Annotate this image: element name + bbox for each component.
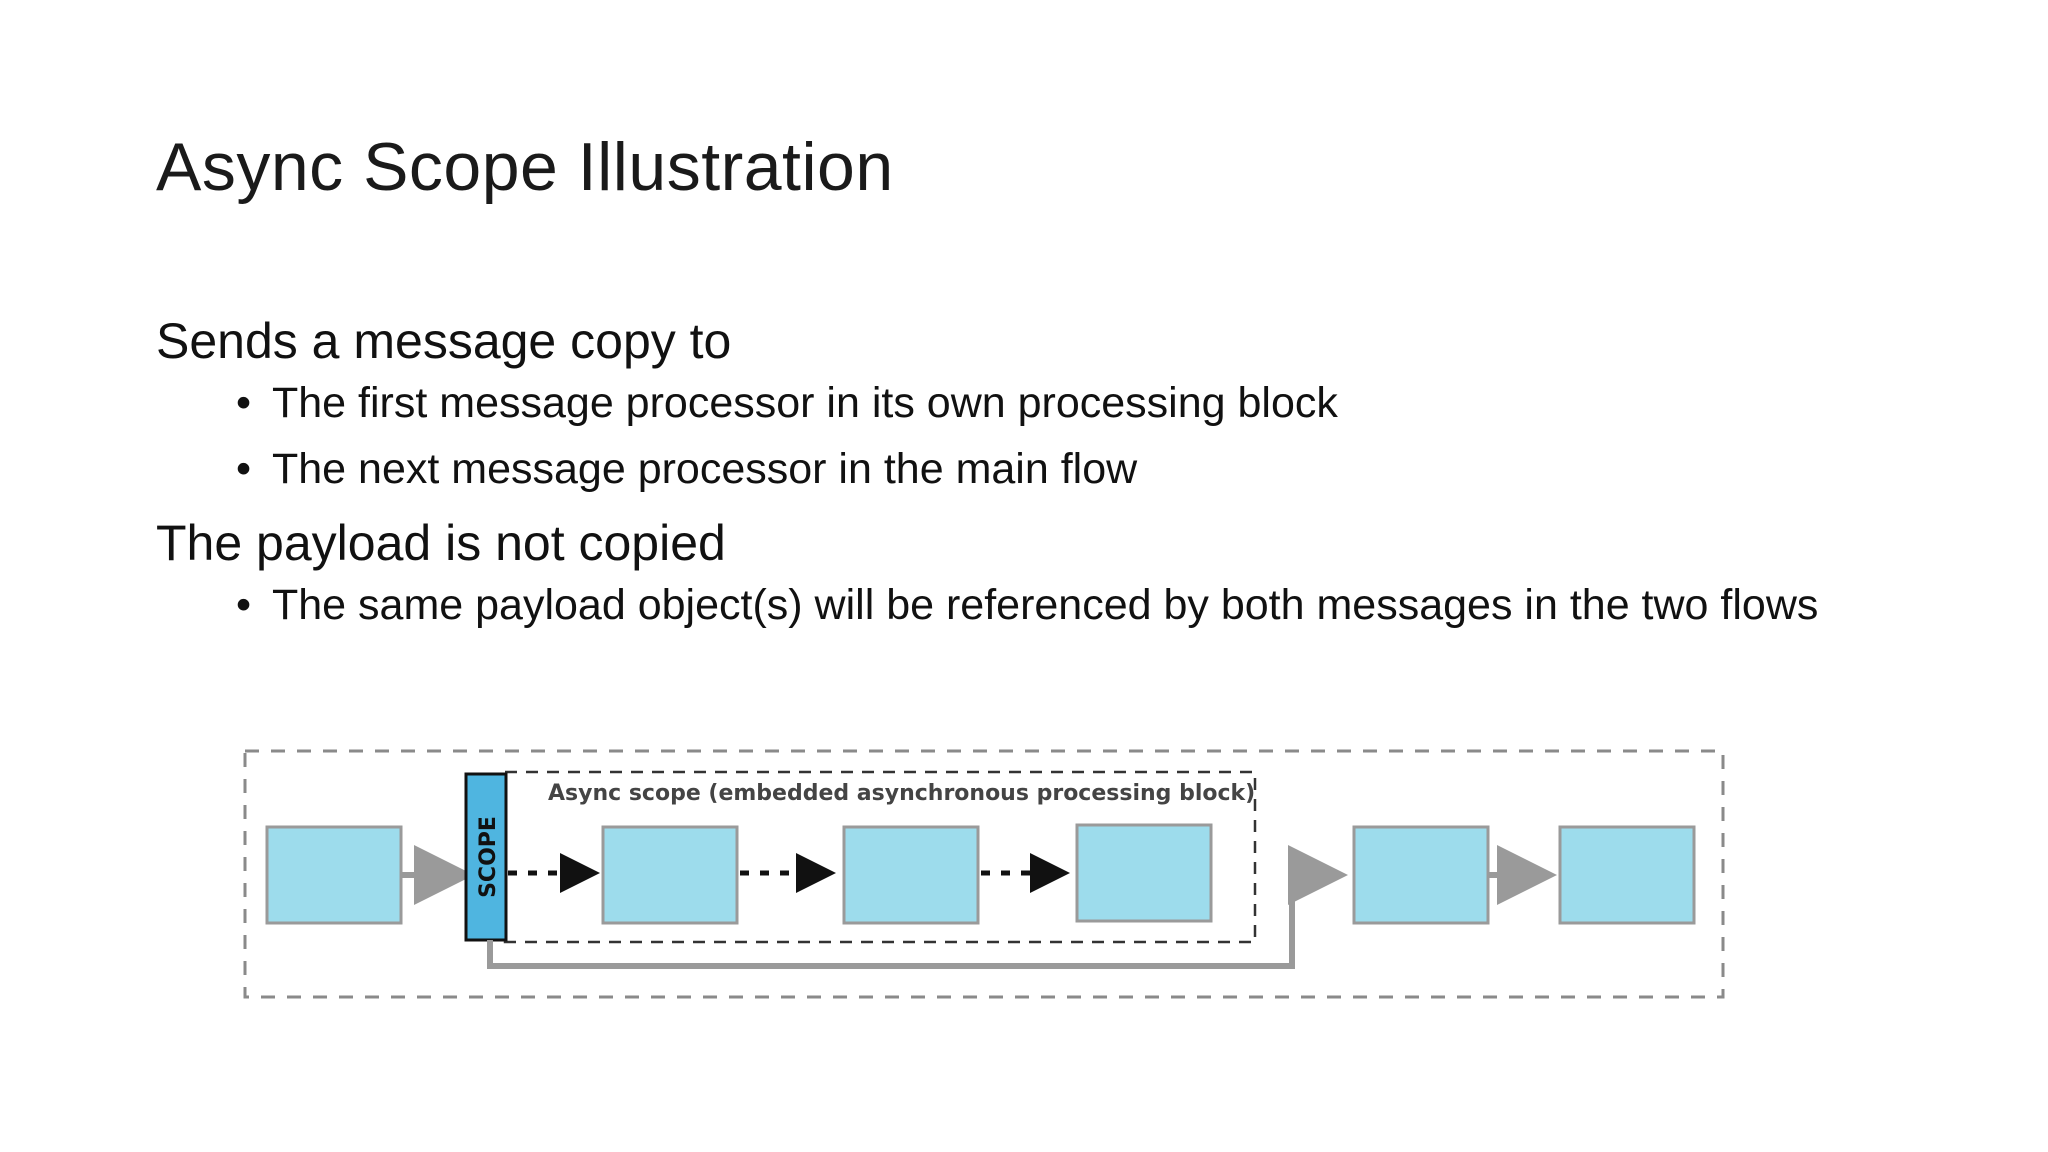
message-processor-box [1558, 825, 1696, 925]
main-flow-connector [487, 845, 1348, 969]
slide-body: Sends a message copy to • The first mess… [156, 310, 1916, 644]
bullet-text: The same payload object(s) will be refer… [272, 581, 1819, 629]
message-processor-box [1352, 825, 1490, 925]
bullet-item: • The next message processor in the main… [156, 442, 1916, 497]
scope-block [464, 772, 508, 942]
message-processor-box [265, 825, 403, 925]
async-scope-label: Async scope (embedded asynchronous proce… [548, 781, 1255, 806]
bullet-text: The first message processor in its own p… [272, 379, 1338, 427]
slide-title: Async Scope Illustration [156, 129, 894, 205]
section-heading-1: Sends a message copy to [156, 313, 732, 369]
async-processor-box [1075, 823, 1213, 923]
scope-label: SCOPE [476, 816, 501, 898]
bullet-dot-icon: • [236, 445, 252, 493]
bullet-text: The next message processor in the main f… [272, 445, 1138, 493]
bullet-list-1: • The first message processor in its own… [156, 376, 1916, 497]
bullet-item: • The same payload object(s) will be ref… [156, 578, 1992, 633]
async-processor-box [601, 825, 739, 925]
bullet-dot-icon: • [236, 581, 252, 629]
bullet-list-2: • The same payload object(s) will be ref… [156, 578, 1916, 633]
bullet-item: • The first message processor in its own… [156, 376, 1916, 431]
bullet-dot-icon: • [236, 379, 252, 427]
section-heading-2: The payload is not copied [156, 515, 726, 571]
flow-border [243, 749, 1725, 999]
async-processor-box [842, 825, 980, 925]
